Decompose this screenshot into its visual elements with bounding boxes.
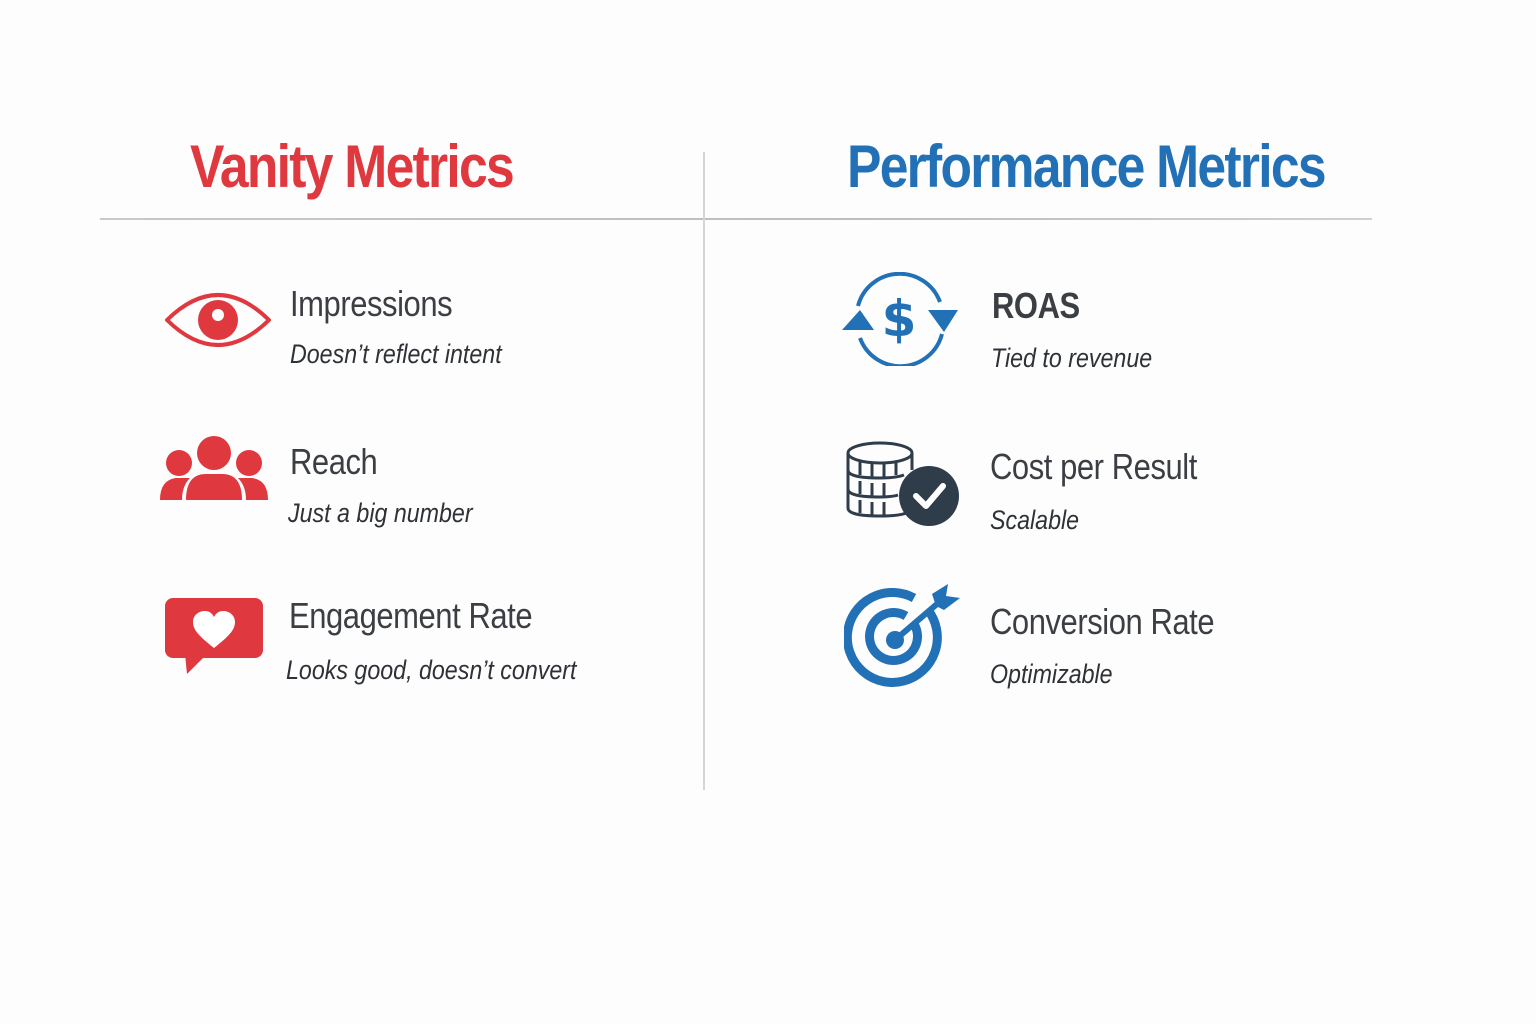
target-arrow-icon	[844, 584, 960, 687]
roas-subtitle: Tied to revenue	[991, 343, 1153, 373]
engagement-rate-title: Engagement Rate	[289, 595, 533, 636]
svg-text:$: $	[882, 290, 917, 348]
performance-metrics-heading: Performance Metrics	[847, 133, 1327, 200]
conversion-rate-title: Conversion Rate	[990, 601, 1215, 642]
coins-check-icon	[846, 441, 959, 526]
vanity-item-impressions: Impressions Doesn’t reflect intent	[160, 280, 580, 380]
eye-icon	[165, 293, 271, 347]
vanity-item-engagement-rate: Engagement Rate Looks good, doesn’t conv…	[160, 596, 600, 696]
impressions-title: Impressions	[290, 283, 453, 324]
vertical-divider	[703, 152, 705, 790]
engagement-rate-subtitle: Looks good, doesn’t convert	[286, 655, 577, 685]
cost-per-result-subtitle: Scalable	[990, 505, 1080, 535]
reach-title: Reach	[290, 441, 378, 482]
users-group-icon	[160, 436, 268, 500]
heart-speech-bubble-icon	[165, 598, 263, 674]
impressions-subtitle: Doesn’t reflect intent	[290, 339, 502, 369]
horizontal-divider	[100, 218, 1372, 220]
cost-per-result-title: Cost per Result	[990, 446, 1197, 487]
roas-title: ROAS	[992, 285, 1080, 326]
dollar-cycle-icon: $	[842, 272, 958, 366]
conversion-rate-subtitle: Optimizable	[990, 659, 1113, 689]
vanity-item-reach: Reach Just a big number	[160, 436, 580, 536]
vanity-metrics-heading: Vanity Metrics	[190, 133, 515, 200]
performance-item-roas: $ ROAS Tied to revenue	[840, 272, 1220, 382]
performance-item-conversion-rate: Conversion Rate Optimizable	[844, 584, 1244, 694]
reach-subtitle: Just a big number	[288, 498, 473, 528]
performance-item-cost-per-result: Cost per Result Scalable	[846, 440, 1246, 550]
